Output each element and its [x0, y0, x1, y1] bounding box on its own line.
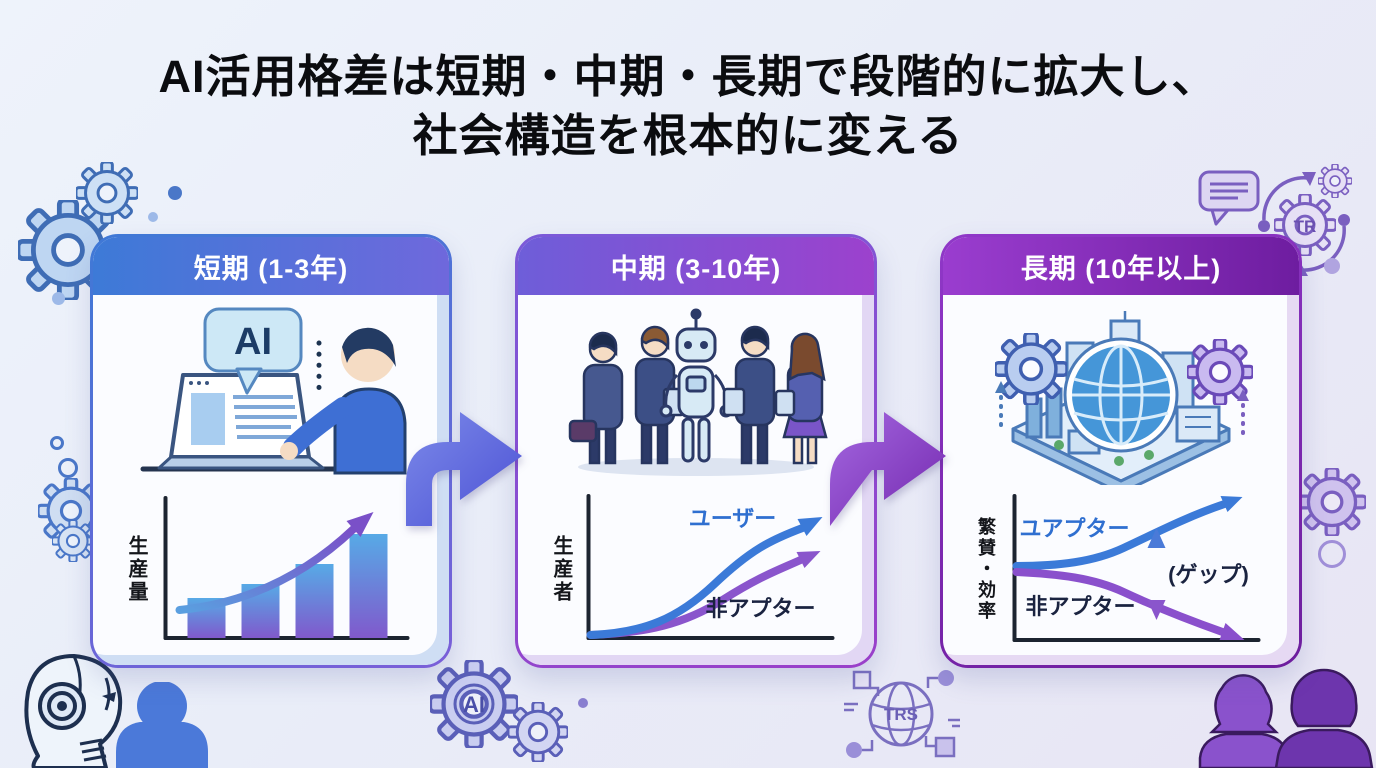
tr-gear-label: TR: [1294, 217, 1317, 236]
bar-3: [295, 564, 334, 638]
user-arrowhead: [797, 517, 823, 536]
adopter-arrowhead: [1220, 496, 1243, 512]
growth-arrows: [995, 381, 1249, 435]
bar-4: [349, 534, 388, 638]
person-figure: [280, 327, 407, 475]
city-gear-left-icon: [995, 333, 1067, 405]
card-mid-term: 中期 (3-10年): [515, 234, 877, 668]
dot-top-left-1: [168, 186, 182, 200]
page-title-line1: AI活用格差は短期・中期・長期で段階的に拡大し、: [158, 51, 1218, 102]
person-laptop-ai-illustration: AI: [140, 307, 407, 475]
bar-chart-block: 生産量: [125, 492, 416, 647]
gap-label: (ゲップ): [1168, 562, 1249, 587]
businessman-1: [568, 331, 624, 465]
productivity-bar-chart: [163, 496, 410, 640]
gap-chart-block: 繁賛・効率 ユアプター 非アプタ: [976, 492, 1265, 647]
adopter-line: [1012, 500, 1229, 570]
card-short-term: 短期 (1-3年): [90, 234, 452, 668]
gear-bottom-small-icon: [508, 702, 568, 762]
people-silhouettes-purple: [1198, 668, 1374, 768]
flow-arrow-2: [830, 412, 946, 526]
user-series-label: ユーザー: [689, 506, 777, 531]
ring-left-middle: [58, 458, 78, 478]
non-adopter-series-label: 非アプター: [1025, 594, 1135, 619]
man-silhouette: [1274, 668, 1374, 768]
globe-icon: [1063, 337, 1179, 453]
bar-chart-ylabel: 生産量: [125, 535, 147, 604]
ai-gear-label: AI: [463, 692, 485, 717]
gap-chart-ylabel: 繁賛・効率: [976, 517, 996, 622]
page-title-line2: 社会構造を根本的に変える: [412, 109, 964, 161]
diverging-gap-chart: ユアプター 非アプター (ゲップ): [1012, 494, 1261, 642]
woman-silhouette: [1198, 674, 1290, 768]
ai-bubble-label: AI: [234, 321, 272, 363]
line-chart-ylabel: 生産者: [550, 535, 572, 604]
trs-globe-icon: TRS: [844, 670, 960, 758]
chat-bubble-icon: [1198, 170, 1260, 226]
page-title: AI活用格差は短期・中期・長期で段階的に拡大し、 社会構造を根本的に変える: [0, 48, 1376, 165]
gap-double-arrow: [1147, 528, 1166, 620]
dot-top-left-3: [52, 292, 65, 305]
gear-right-middle-icon: [1298, 468, 1366, 536]
ai-speech-bubble: AI: [203, 307, 303, 395]
dot-top-right: [1324, 258, 1340, 274]
non-adopter-arrowhead: [1219, 623, 1245, 640]
card-long-term: 長期 (10年以上): [940, 234, 1302, 668]
businesswoman: [774, 332, 828, 465]
dot-top-left-2: [148, 212, 158, 222]
card-long-term-header: 長期 (10年以上): [943, 237, 1299, 295]
robot-head-icon: [24, 654, 123, 768]
ring-right-middle: [1318, 540, 1346, 568]
robot-figure: [659, 308, 733, 463]
line-chart-block: 生産者 ユーザー 非アプター: [550, 492, 841, 647]
businessman-3: [722, 325, 776, 465]
trend-arrow: [175, 525, 358, 614]
user-line: [586, 524, 807, 639]
person-silhouette-blue: [116, 682, 208, 768]
trs-globe-label: TRS: [884, 705, 918, 724]
global-city-illustration: [995, 311, 1271, 485]
dot-left-middle: [50, 436, 64, 450]
flow-arrow-1: [406, 412, 522, 526]
people-robot-illustration: [568, 308, 828, 476]
trend-arrowhead: [346, 512, 374, 537]
ai-gear-icon: AI: [430, 660, 518, 748]
trees: [1054, 440, 1154, 466]
card-short-term-header: 短期 (1-3年): [93, 237, 449, 295]
non-adopter-series-label: 非アプター: [705, 596, 815, 621]
producer-line-chart: ユーザー 非アプター: [586, 494, 835, 640]
non-adopter-line: [1012, 568, 1227, 636]
non-adopter-arrowhead: [796, 551, 821, 568]
dot-bottom-center: [578, 698, 588, 708]
card-mid-term-header: 中期 (3-10年): [518, 237, 874, 295]
laptop-icon: [157, 373, 325, 470]
gear-top-left-small-icon: [76, 162, 138, 224]
adopter-series-label: ユアプター: [1019, 516, 1129, 541]
gear-left-middle-small-icon: [52, 520, 94, 562]
